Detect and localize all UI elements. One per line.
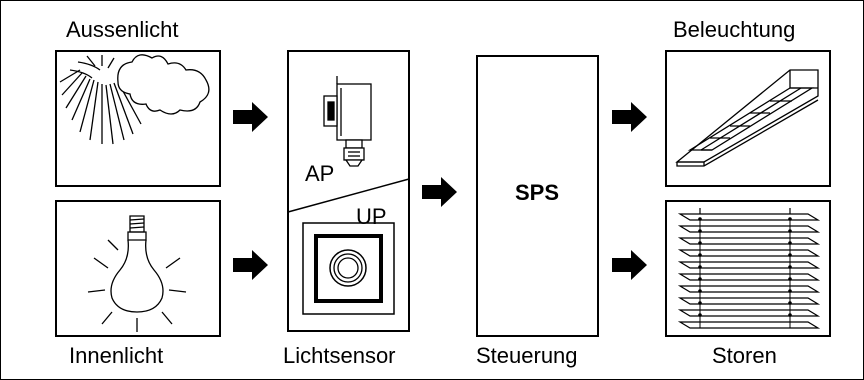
label-innenlicht: Innenlicht <box>69 343 164 368</box>
surface-sensor-icon <box>323 76 372 167</box>
sensor-up-label: UP <box>356 204 387 229</box>
label-lichtsensor: Lichtsensor <box>283 343 396 368</box>
ceiling-lamp-icon <box>675 69 819 167</box>
label-beleuchtung: Beleuchtung <box>673 17 796 42</box>
label-storen: Storen <box>712 343 777 368</box>
controller-sps-label: SPS <box>515 180 560 205</box>
sun-cloud-icon <box>59 54 210 145</box>
flush-sensor-icon <box>302 222 395 315</box>
box-steuerung <box>476 55 599 337</box>
light-bulb-icon <box>87 215 187 332</box>
arrow-right-icon <box>233 102 647 280</box>
sensor-ap-label: AP <box>305 161 335 186</box>
label-steuerung: Steuerung <box>476 343 578 368</box>
blinds-icon <box>677 208 821 329</box>
label-aussenlicht: Aussenlicht <box>66 17 179 42</box>
